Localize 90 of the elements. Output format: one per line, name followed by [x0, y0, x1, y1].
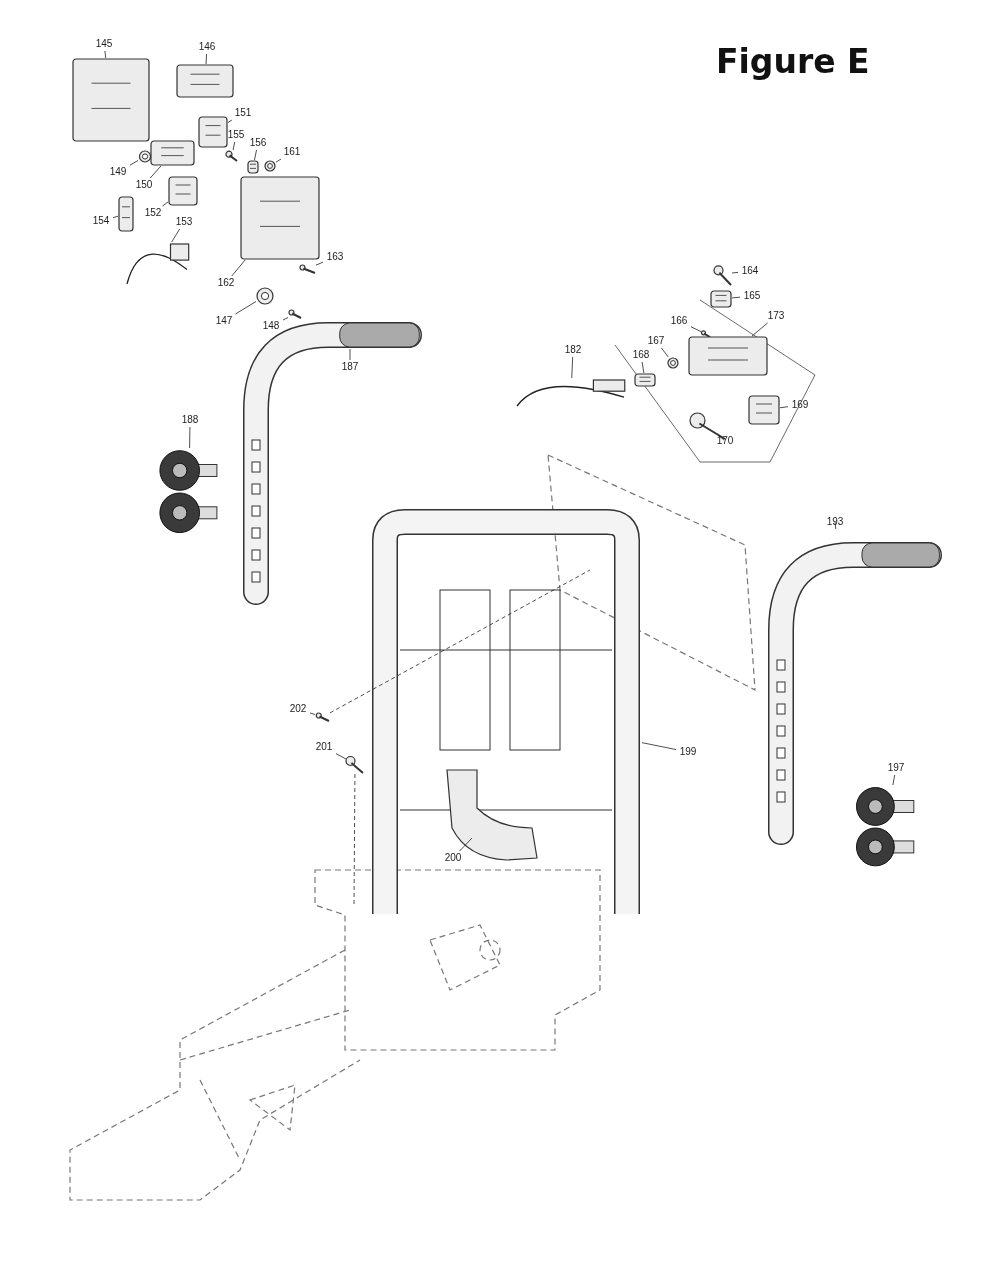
leader-line — [205, 53, 207, 65]
callout-number: 145 — [95, 38, 113, 50]
clip-drawing — [748, 395, 780, 425]
cover-drawing — [240, 176, 320, 260]
callout-number: 169 — [791, 399, 809, 411]
callout-number: 150 — [135, 179, 153, 191]
callout-number: 152 — [144, 207, 162, 219]
callout-number: 154 — [92, 215, 110, 227]
callout-number: 156 — [249, 137, 267, 149]
spring-drawing — [118, 196, 134, 232]
callout-number: 187 — [341, 361, 359, 373]
housing-drawing — [72, 58, 150, 142]
callout-number: 164 — [741, 265, 759, 277]
callout-number: 182 — [564, 344, 582, 356]
figure-title: Figure E — [716, 42, 870, 81]
screw-drawing — [298, 264, 316, 274]
leader-line — [641, 742, 677, 750]
leader-line — [459, 837, 473, 852]
leader-line — [751, 322, 768, 337]
leader-line — [162, 201, 169, 207]
callout-number: 165 — [743, 290, 761, 302]
callout-number: 201 — [315, 741, 333, 753]
clamp-drawing — [256, 287, 274, 305]
leader-line — [892, 774, 896, 786]
leader-line — [104, 50, 107, 59]
leader-line — [661, 347, 669, 358]
callout-number: 155 — [227, 129, 245, 141]
leader-line — [232, 141, 236, 151]
callout-number: 149 — [109, 166, 127, 178]
screw-drawing — [288, 309, 302, 319]
leader-line — [335, 753, 347, 760]
leader-line — [231, 259, 246, 277]
leader-line — [149, 165, 162, 179]
mounting-plate-drawing — [546, 453, 758, 693]
leader-line — [641, 361, 645, 374]
callout-number: 161 — [283, 146, 301, 158]
callout-number: 151 — [234, 107, 252, 119]
bushing-drawing — [634, 373, 656, 387]
leader-line — [282, 317, 289, 321]
callout-number: 167 — [647, 335, 665, 347]
leader-line — [227, 119, 233, 123]
leader-line — [329, 569, 591, 714]
ring-drawing — [667, 357, 679, 369]
leader-line — [315, 261, 324, 266]
leader-line — [731, 296, 741, 299]
callout-number: 199 — [679, 746, 697, 758]
leader-line — [690, 326, 702, 332]
leader-line — [275, 158, 282, 163]
callout-number: 148 — [262, 320, 280, 332]
leader-line — [349, 348, 351, 361]
leader-line — [834, 521, 837, 530]
callout-number: 166 — [670, 315, 688, 327]
callout-number: 153 — [175, 216, 193, 228]
lever-drawing — [688, 336, 768, 376]
lever-drawing — [150, 140, 195, 166]
screw-drawing — [226, 150, 238, 162]
leader-line — [171, 228, 181, 243]
leader-line — [779, 406, 789, 409]
leader-line — [731, 271, 739, 274]
bracket-drawing — [168, 176, 198, 206]
leader-line — [112, 215, 119, 219]
base-frame-drawing — [68, 868, 602, 1202]
switch-drawing — [198, 116, 228, 148]
bolt-drawing — [714, 262, 732, 286]
leader-line — [571, 356, 574, 379]
leader-line — [189, 426, 191, 449]
leader-line — [716, 433, 725, 441]
callout-number: 173 — [767, 310, 785, 322]
callout-number: 202 — [289, 703, 307, 715]
leader-line — [353, 773, 356, 907]
bolt-drawing — [346, 754, 364, 774]
leader-line — [309, 712, 316, 715]
clamp-drawing — [710, 290, 732, 308]
callout-number: 147 — [215, 315, 233, 327]
callout-number: 146 — [198, 41, 216, 53]
callout-number: 162 — [217, 277, 235, 289]
callout-number: 170 — [716, 435, 734, 447]
cover-plate-drawing — [176, 64, 234, 98]
leader-line — [129, 160, 139, 166]
screw-drawing — [315, 712, 330, 722]
leader-line — [254, 149, 257, 161]
callout-number: 188 — [181, 414, 199, 426]
callout-number: 200 — [444, 852, 462, 864]
callout-number: 168 — [632, 349, 650, 361]
clip-drawing — [247, 160, 259, 174]
leader-line — [235, 301, 257, 315]
callout-number: 197 — [887, 762, 905, 774]
callout-number: 193 — [826, 516, 844, 528]
plug-drawing — [264, 160, 276, 172]
callout-number: 163 — [326, 251, 344, 263]
